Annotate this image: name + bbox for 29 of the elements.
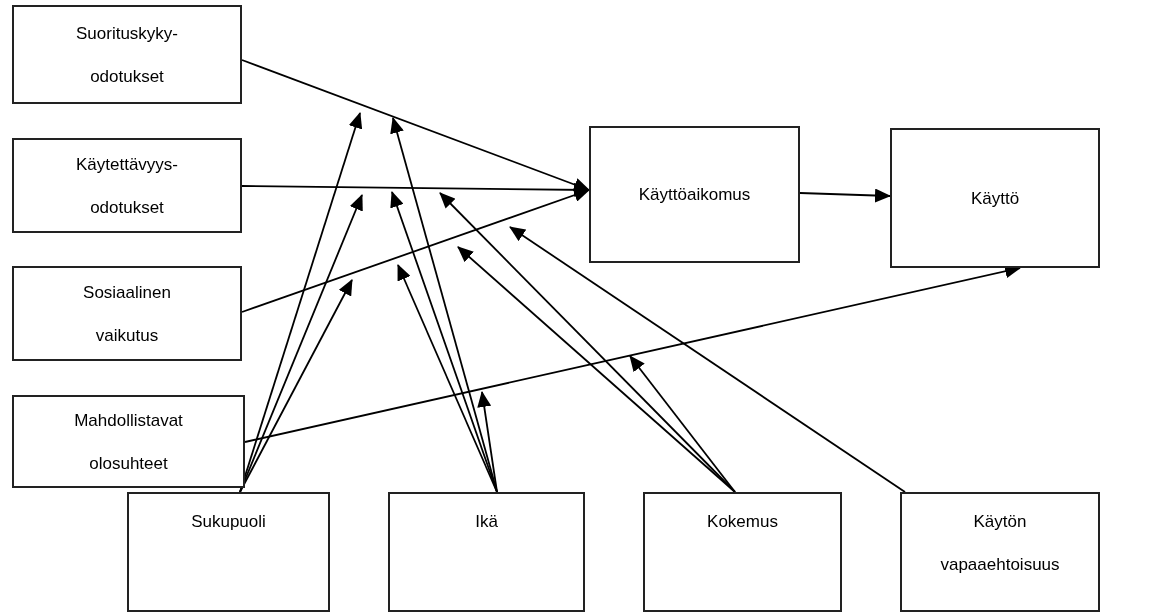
arrow (239, 279, 353, 493)
process-box (643, 492, 842, 612)
box-label: Sosiaalinen vaikutus (82, 281, 172, 347)
process-box (12, 5, 242, 104)
process-box (388, 492, 585, 612)
process-box (12, 138, 242, 233)
box-label: Kokemus (707, 511, 778, 533)
arrow (241, 188, 590, 313)
box-label: Mahdollistavat olosuhteet (73, 409, 184, 475)
arrow (241, 59, 590, 192)
box-label: Käytettävyys-odotukset (74, 153, 179, 219)
process-box (900, 492, 1100, 612)
process-box (12, 395, 245, 488)
box-label: Sukupuoli (191, 511, 266, 533)
process-box (890, 128, 1100, 268)
arrow (799, 188, 891, 203)
box-label: Käyttö (970, 187, 1020, 210)
arrow (397, 264, 498, 493)
box-label: Ikä (475, 511, 498, 533)
arrow (477, 391, 498, 493)
box-label: Käyttöaikomus (638, 184, 751, 206)
box-label: Suorituskyky-odotukset (75, 22, 179, 88)
arrow (629, 355, 736, 493)
box-label: Käytön vapaaehtoisuus (939, 511, 1061, 576)
arrow (457, 246, 736, 493)
process-box (127, 492, 330, 612)
arrow (509, 226, 906, 493)
process-box (589, 126, 800, 263)
process-box (12, 266, 242, 361)
